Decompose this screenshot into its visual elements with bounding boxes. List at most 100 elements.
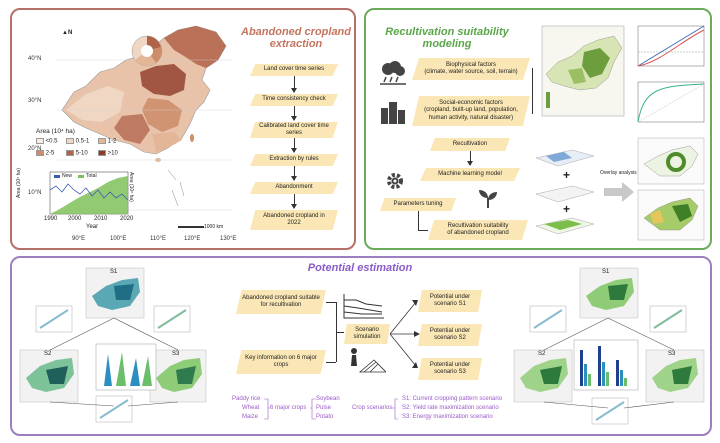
inset-ylabel-right: Area (10⁶ ha) [128, 172, 134, 202]
right-map-label-s1: S1 [602, 269, 610, 275]
connector-factors-vertical [532, 68, 533, 114]
panel-potential-estimation [10, 256, 712, 436]
overlay-arrow [604, 182, 634, 202]
farmer-icon [351, 348, 386, 373]
gear-icon [387, 173, 403, 189]
overlay-stack-maps [535, 149, 595, 235]
potential-s1-box: Potential under scenario S1 [418, 290, 482, 312]
inset-area-chart [49, 171, 129, 215]
legend-swatch [66, 138, 74, 144]
scenario-s1-desc: S1: Current cropping pattern scenario [402, 396, 503, 402]
total-area-series [50, 176, 128, 214]
scenario-fan-arrows [390, 300, 420, 368]
scale-bar [178, 226, 204, 228]
lon-label-130: 130°E [220, 236, 237, 242]
plus-sign-2: + [563, 202, 571, 216]
recultivation-box: Recultivation [430, 138, 510, 151]
step-land-cover-time-series: Land cover time series [250, 64, 338, 76]
right-map-label-s3: S3 [668, 351, 676, 357]
legend-swatch [98, 150, 106, 156]
panel-recultivation-suitability-modeling [364, 8, 712, 250]
arrow-step1-2 [291, 76, 297, 93]
weather-factors-icon [380, 61, 406, 85]
panel2-title-line2: modeling [422, 38, 472, 50]
potential-s2-box: Potential under scenario S2 [418, 324, 482, 346]
legend-swatch [36, 150, 44, 156]
arrow-step4-5 [291, 166, 297, 181]
connector-box2-right [326, 362, 336, 363]
panel2-title: Recultivation suitability modeling [372, 26, 522, 50]
legend-swatch [36, 138, 44, 144]
area-pie-chart [131, 35, 163, 67]
crop-pulse: Pulse [316, 405, 332, 411]
step-abandonment: Abandonment [250, 182, 338, 194]
box-abandoned-suitable: Abandoned cropland suitable for recultiv… [236, 290, 326, 314]
right-map-label-s2: S2 [538, 351, 546, 357]
right-scenario-maps [513, 267, 705, 425]
left-map-label-s1: S1 [110, 269, 118, 275]
north-region [140, 64, 186, 96]
legend-item-4: 2-5 [36, 150, 54, 158]
crop-wheat: Wheat [242, 405, 260, 411]
left-map-label-s3: S3 [172, 351, 180, 357]
box-key-crop-info: Key information on 6 major crops [236, 350, 326, 374]
left-scenario-maps [19, 267, 207, 423]
parameters-tuning-box: Parameters tuning [380, 198, 456, 211]
left-map-label-s2: S2 [44, 351, 52, 357]
recultivation-result-map-2 [637, 189, 705, 241]
legend-item-2: 0.5-1 [66, 138, 89, 146]
legend-item-6: >10 [98, 150, 118, 158]
lat-label-10: 10°N [28, 190, 42, 196]
suitability-map [541, 25, 625, 117]
north-icon: ▲ [62, 30, 68, 36]
crop-scenarios-label: Crop scenarios [352, 405, 393, 411]
scenario-s2-desc: S2: Yield rate maximization scenario [402, 405, 499, 411]
biophysical-title: Biophysical factors [445, 61, 497, 68]
panel1-title-line1: Abandoned cropland [241, 26, 351, 38]
arrow-step5-6 [291, 194, 297, 209]
new-area-series [49, 183, 129, 201]
north-label: N [67, 30, 73, 36]
feedback-loop-bottom [418, 230, 428, 231]
scenario-graph-icon [343, 294, 384, 319]
lat-label-30: 30°N [28, 98, 42, 104]
inset-legend-total: Total [86, 173, 97, 179]
legend-item-1: <0.5 [36, 138, 58, 146]
crop-maize: Maize [242, 414, 259, 420]
social-economic-sub2: human activity, natural disaster) [428, 114, 514, 121]
recultivation-suitability-box: Recultivation suitability of abandoned c… [428, 220, 528, 240]
plus-sign-1: + [563, 168, 571, 182]
inset-xtick-2000: 2000 [68, 216, 82, 222]
north-arrow: ▲N [62, 30, 72, 37]
inset-xtick-1990: 1990 [44, 216, 58, 222]
social-economic-sub1: (cropland, built-up land, population, [424, 107, 518, 114]
west-region [66, 86, 124, 122]
step-calibrated-land-cover: Calibrated land cover time series [250, 122, 338, 138]
step-abandoned-cropland-2022: Abandoned cropland in 2022 [250, 210, 338, 230]
inset-xtick-2020: 2020 [120, 216, 134, 222]
social-economic-title: Social-economic factors [439, 99, 503, 106]
city-factors-icon [381, 102, 405, 124]
biophysical-sub: (climate, water source, soil, terrain) [424, 69, 518, 75]
lon-label-90: 90°E [72, 236, 86, 242]
potential-s3-box: Potential under scenario S3 [418, 358, 482, 380]
scenario-bracket [392, 398, 398, 420]
crop-soybean: Soybean [316, 396, 340, 402]
legend-item-5: 5-10 [66, 150, 88, 158]
seedling-icon [479, 190, 497, 208]
social-economic-factors-box: Social-economic factors (cropland, built… [412, 96, 530, 126]
scale-label: 1000 km [204, 224, 224, 230]
connector-to-scenario [336, 332, 344, 333]
inset-legend-new: New [62, 173, 73, 179]
overlay-analysis-label: Overlay analysis [600, 170, 637, 176]
southwest-region [114, 114, 150, 144]
scenario-simulation-box: Scenario simulation [344, 324, 390, 344]
biophysical-factors-box: Biophysical factors (climate, water sour… [412, 58, 530, 80]
map-legend-title: Area (10⁴ ha) [36, 128, 75, 135]
lon-label-110: 110°E [150, 236, 166, 242]
lon-label-100: 100°E [110, 236, 127, 242]
step-extraction-by-rules: Extraction by rules [250, 154, 338, 166]
panel1-title: Abandoned cropland extraction [236, 26, 356, 50]
legend-swatch [98, 138, 106, 144]
feedback-loop-left [418, 211, 419, 231]
